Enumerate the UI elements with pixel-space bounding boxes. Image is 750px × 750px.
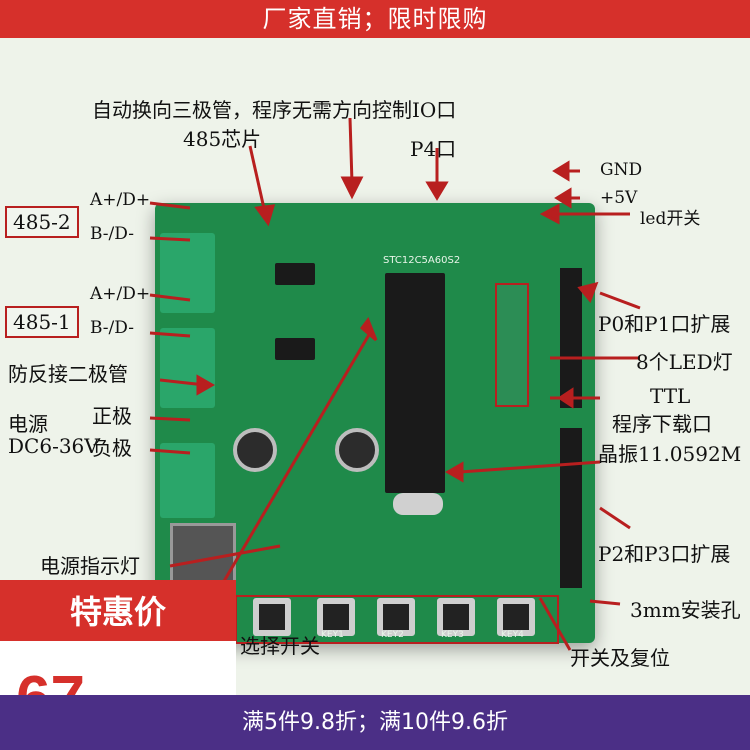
key-label: KEY1 xyxy=(321,630,344,640)
key-1 xyxy=(317,598,355,636)
capacitor-2 xyxy=(335,428,379,472)
key-switch xyxy=(253,598,291,636)
label-diode: 防反接二极管 xyxy=(8,362,128,386)
mcu-chip xyxy=(385,273,445,493)
pcb-board: STC12C5A60S2 KEY1 KEY2 KEY3 KEY4 xyxy=(155,203,595,644)
product-photo: STC12C5A60S2 KEY1 KEY2 KEY3 KEY4 xyxy=(0,38,750,750)
label-switch-reset: 开关及复位 xyxy=(570,646,670,670)
key-2 xyxy=(377,598,415,636)
led-column xyxy=(495,283,529,407)
top-banner: 厂家直销；限时限购 xyxy=(0,0,750,38)
label-p0p1: P0和P1口扩展 xyxy=(598,312,731,336)
label-5v: +5V xyxy=(600,188,638,208)
crystal-oscillator xyxy=(393,493,443,515)
key-3 xyxy=(437,598,475,636)
terminal-power xyxy=(160,443,215,518)
pin-header-p2p3 xyxy=(560,428,582,588)
label-a-plus-2: A+/D+ xyxy=(90,284,151,304)
label-b-minus-1: B-/D- xyxy=(90,224,134,244)
label-ttl: TTL xyxy=(650,384,691,408)
terminal-485-1 xyxy=(160,328,215,408)
label-download: 程序下载口 xyxy=(612,412,712,436)
label-crystal: 晶振11.0592M xyxy=(598,442,742,466)
label-leds: 8个LED灯 xyxy=(636,350,733,374)
key-label: KEY3 xyxy=(441,630,464,640)
key-label: KEY2 xyxy=(381,630,404,640)
label-p4: P4口 xyxy=(410,137,457,161)
capacitor-1 xyxy=(233,428,277,472)
label-negative: 负极 xyxy=(92,436,132,460)
label-p2p3: P2和P3口扩展 xyxy=(598,542,731,566)
label-select-switch: 选择开关 xyxy=(240,634,320,658)
annotation-arrows xyxy=(149,117,641,651)
pin-header-p0p1 xyxy=(560,268,582,408)
rs485-chip-2 xyxy=(275,263,315,285)
label-led-switch: led开关 xyxy=(640,209,701,229)
label-transistor: 自动换向三极管，程序无需方向控制IO口 xyxy=(92,98,457,122)
label-power: 电源 xyxy=(8,412,48,436)
label-positive: 正极 xyxy=(92,404,132,428)
label-485-2: 485-2 xyxy=(5,206,79,238)
label-b-minus-2: B-/D- xyxy=(90,318,134,338)
label-485-1: 485-1 xyxy=(5,306,79,338)
mcu-label: STC12C5A60S2 xyxy=(383,255,461,266)
label-power-indicator: 电源指示灯 xyxy=(40,554,140,578)
label-gnd: GND xyxy=(600,160,643,180)
key-label: KEY4 xyxy=(501,630,524,640)
label-a-plus-1: A+/D+ xyxy=(90,190,151,210)
key-4 xyxy=(497,598,535,636)
promo-title: 特惠价 xyxy=(0,583,236,641)
label-power-range: DC6-36V xyxy=(8,434,99,458)
rs485-chip-1 xyxy=(275,338,315,360)
footer-banner: 满5件9.8折；满10件9.6折 xyxy=(0,695,750,750)
keys-row xyxy=(235,595,559,644)
label-485-chip: 485芯片 xyxy=(183,127,262,151)
label-mount-hole: 3mm安装孔 xyxy=(630,598,741,622)
